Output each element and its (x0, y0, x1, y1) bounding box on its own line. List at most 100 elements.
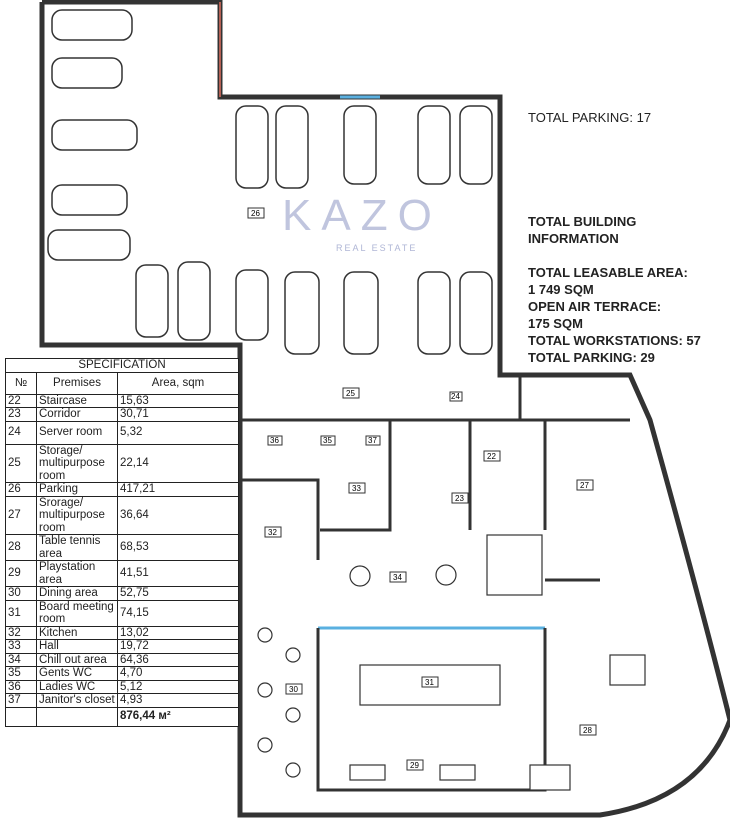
cell-name: Board meeting room (36, 599, 118, 627)
cell-area: 4,70 (117, 666, 239, 681)
svg-text:25: 25 (346, 389, 355, 398)
room-labels: 26 25 24 36 35 37 22 23 27 33 32 34 31 3… (247, 207, 597, 771)
column-header: Area, sqm (117, 371, 239, 395)
cell-name: Playstation area (36, 560, 118, 587)
cell-name: Storage/ multipurpose room (36, 443, 118, 483)
svg-text:30: 30 (289, 685, 298, 694)
room-label-28: 28 (579, 724, 597, 736)
cell-name: Server room (36, 420, 118, 445)
room-label-26: 26 (247, 207, 265, 219)
svg-text:28: 28 (583, 726, 592, 735)
cell-name: Hall (36, 639, 118, 654)
room-label-30: 30 (285, 683, 303, 695)
room-label-25: 25 (342, 387, 360, 399)
svg-text:32: 32 (268, 528, 277, 537)
cell-no: 36 (5, 679, 37, 694)
furniture (257, 534, 646, 791)
svg-text:31: 31 (425, 678, 434, 687)
cell-no: 35 (5, 666, 37, 681)
room-label-27: 27 (576, 479, 594, 491)
cell-area: 4,93 (117, 693, 239, 708)
cell-name: Chill out area (36, 652, 118, 667)
cell-area: 74,15 (117, 599, 239, 627)
cell-name: Srorage/ multipurpose room (36, 495, 118, 535)
svg-text:23: 23 (455, 494, 464, 503)
info-heading: TOTAL BUILDING (528, 214, 637, 229)
watermark-logo: KAZO (282, 191, 442, 240)
cell-name: Kitchen (36, 625, 118, 640)
cell-no: 22 (5, 393, 37, 408)
cell-area: 36,64 (117, 495, 239, 535)
cell-name: Staircase (36, 393, 118, 408)
svg-text:29: 29 (410, 761, 419, 770)
cell-no: 26 (5, 482, 37, 497)
room-label-29: 29 (406, 759, 424, 771)
cell-area: 417,21 (117, 482, 239, 497)
table-title: SPECIFICATION (5, 358, 239, 373)
cell-no: 30 (5, 586, 37, 601)
cell-no: 25 (5, 443, 37, 483)
cell-name: Table tennis area (36, 534, 118, 561)
svg-text:36: 36 (270, 436, 279, 445)
cell-no: 27 (5, 495, 37, 535)
watermark-subtitle: REAL ESTATE (336, 243, 418, 253)
room-label-34: 34 (389, 571, 407, 583)
terrace-label: OPEN AIR TERRACE: (528, 299, 662, 314)
cell-name: Gents WC (36, 666, 118, 681)
leasable-label: TOTAL LEASABLE AREA: (528, 265, 688, 280)
cell-area: 15,63 (117, 393, 239, 408)
cell-no: 31 (5, 599, 37, 627)
column-header: № (5, 371, 37, 395)
cell-no: 23 (5, 407, 37, 422)
room-label-22: 22 (483, 450, 501, 462)
cell-area: 64,36 (117, 652, 239, 667)
room-label-33: 33 (348, 482, 366, 494)
cell-name: Janitor's closet (36, 693, 118, 708)
cell-name: Corridor (36, 407, 118, 422)
building-info: TOTAL PARKING: 17 TOTAL BUILDING INFORMA… (528, 110, 701, 366)
cell-area: 22,14 (117, 443, 239, 483)
room-label-36: 36 (267, 435, 283, 446)
total-area: 876,44 м² (117, 706, 239, 727)
cell-area: 52,75 (117, 586, 239, 601)
interior-walls (240, 375, 630, 792)
svg-text:37: 37 (368, 436, 377, 445)
cell-area: 5,32 (117, 420, 239, 445)
cell-area: 19,72 (117, 639, 239, 654)
room-label-32: 32 (264, 526, 282, 538)
room-label-37: 37 (365, 435, 381, 446)
cell-area: 41,51 (117, 560, 239, 587)
cell-area: 5,12 (117, 679, 239, 694)
leasable-value: 1 749 SQM (528, 282, 594, 297)
cars (47, 9, 493, 355)
svg-text:24: 24 (451, 392, 460, 401)
cell-no: 33 (5, 639, 37, 654)
column-header: Premises (36, 371, 118, 395)
cell-name: Ladies WC (36, 679, 118, 694)
svg-text:35: 35 (323, 436, 332, 445)
svg-text:26: 26 (251, 209, 260, 218)
svg-text:22: 22 (487, 452, 496, 461)
cell-no: 32 (5, 625, 37, 640)
terrace-value: 175 SQM (528, 316, 583, 331)
info-heading: INFORMATION (528, 231, 619, 246)
cell-name: Dining area (36, 586, 118, 601)
cell-name: Parking (36, 482, 118, 497)
